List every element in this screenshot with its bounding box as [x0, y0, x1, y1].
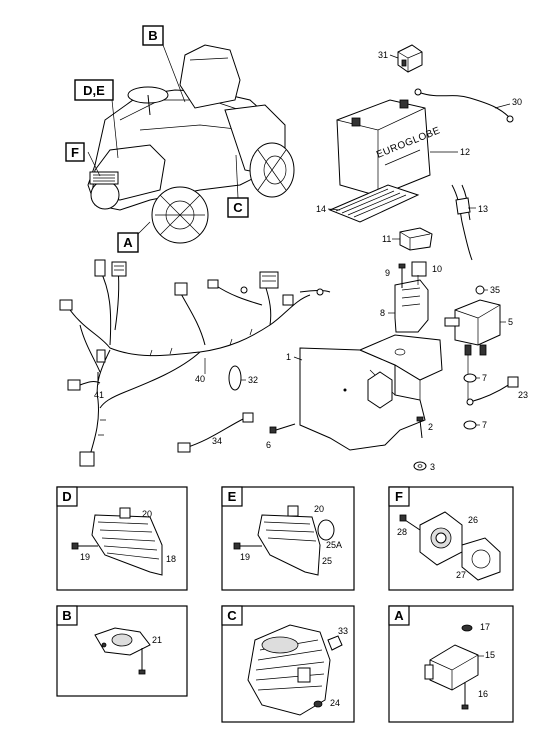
svg-text:33: 33 [338, 626, 348, 636]
svg-text:17: 17 [480, 622, 490, 632]
tractor-illustration [87, 44, 295, 244]
svg-text:B: B [62, 608, 71, 623]
callout-F[interactable]: F [65, 142, 85, 162]
bracket-1 [299, 334, 443, 451]
callout-C[interactable]: C [227, 197, 249, 218]
svg-text:26: 26 [468, 515, 478, 525]
svg-text:F: F [395, 489, 403, 504]
callout-A[interactable]: A [117, 232, 139, 253]
svg-text:25: 25 [322, 556, 332, 566]
panel-D: D 20 19 18 [56, 486, 188, 591]
screw-6 [269, 423, 296, 434]
bracket-8 [394, 261, 429, 333]
svg-text:20: 20 [142, 509, 152, 519]
svg-text:A: A [123, 235, 133, 250]
panel-F: F 28 26 27 [388, 486, 514, 591]
panel-E: E 20 19 25 25A [221, 486, 355, 591]
svg-text:11: 11 [382, 234, 391, 244]
svg-text:3: 3 [430, 462, 435, 472]
svg-text:18: 18 [166, 554, 176, 564]
svg-text:13: 13 [478, 204, 488, 214]
svg-text:7: 7 [482, 373, 487, 383]
svg-text:7: 7 [482, 420, 487, 430]
wiring-harness-40 [59, 259, 331, 467]
svg-text:35: 35 [490, 285, 500, 295]
svg-text:20: 20 [314, 504, 324, 514]
svg-text:E: E [228, 489, 237, 504]
battery-assembly: EUROGLOBE [328, 44, 514, 261]
svg-text:27: 27 [456, 570, 466, 580]
svg-text:9: 9 [385, 268, 390, 278]
svg-text:C: C [227, 608, 237, 623]
svg-text:12: 12 [460, 147, 470, 157]
nut-7-upper [463, 373, 477, 383]
nut-7-lower [463, 420, 477, 430]
svg-text:8: 8 [380, 308, 385, 318]
screw-2 [416, 416, 424, 439]
callout-B[interactable]: B [142, 25, 164, 46]
cable-tie-32 [228, 365, 242, 391]
washer-3 [413, 461, 427, 471]
svg-text:10: 10 [432, 264, 442, 274]
svg-text:5: 5 [508, 317, 513, 327]
svg-text:D: D [62, 489, 71, 504]
svg-text:1: 1 [286, 352, 291, 362]
part-number-labels: 31 30 12 14 13 11 9 10 35 8 5 1 7 23 7 2… [94, 50, 528, 472]
svg-text:23: 23 [518, 390, 528, 400]
svg-text:24: 24 [330, 698, 340, 708]
svg-text:30: 30 [512, 97, 522, 107]
svg-text:25A: 25A [326, 540, 342, 550]
svg-text:21: 21 [152, 635, 162, 645]
svg-text:28: 28 [397, 527, 407, 537]
panel-B: B 21 [56, 605, 188, 697]
svg-text:34: 34 [212, 436, 222, 446]
svg-text:C: C [233, 200, 243, 215]
svg-text:41: 41 [94, 390, 104, 400]
svg-text:F: F [71, 145, 79, 160]
svg-text:D,E: D,E [83, 83, 105, 98]
svg-text:32: 32 [248, 375, 258, 385]
svg-text:2: 2 [428, 422, 433, 432]
svg-text:40: 40 [195, 374, 205, 384]
svg-text:6: 6 [266, 440, 271, 450]
svg-text:19: 19 [80, 552, 90, 562]
panel-C: C 33 24 [221, 605, 355, 723]
solenoid-5 [444, 285, 501, 402]
cable-23 [466, 376, 519, 406]
svg-text:15: 15 [485, 650, 495, 660]
svg-text:14: 14 [316, 204, 326, 214]
svg-text:31: 31 [378, 50, 388, 60]
panel-A: A 17 15 16 [388, 605, 514, 723]
svg-text:A: A [394, 608, 404, 623]
callout-DE[interactable]: D,E [74, 79, 114, 101]
cable-34 [177, 412, 254, 453]
svg-text:B: B [148, 28, 157, 43]
svg-text:19: 19 [240, 552, 250, 562]
svg-text:16: 16 [478, 689, 488, 699]
